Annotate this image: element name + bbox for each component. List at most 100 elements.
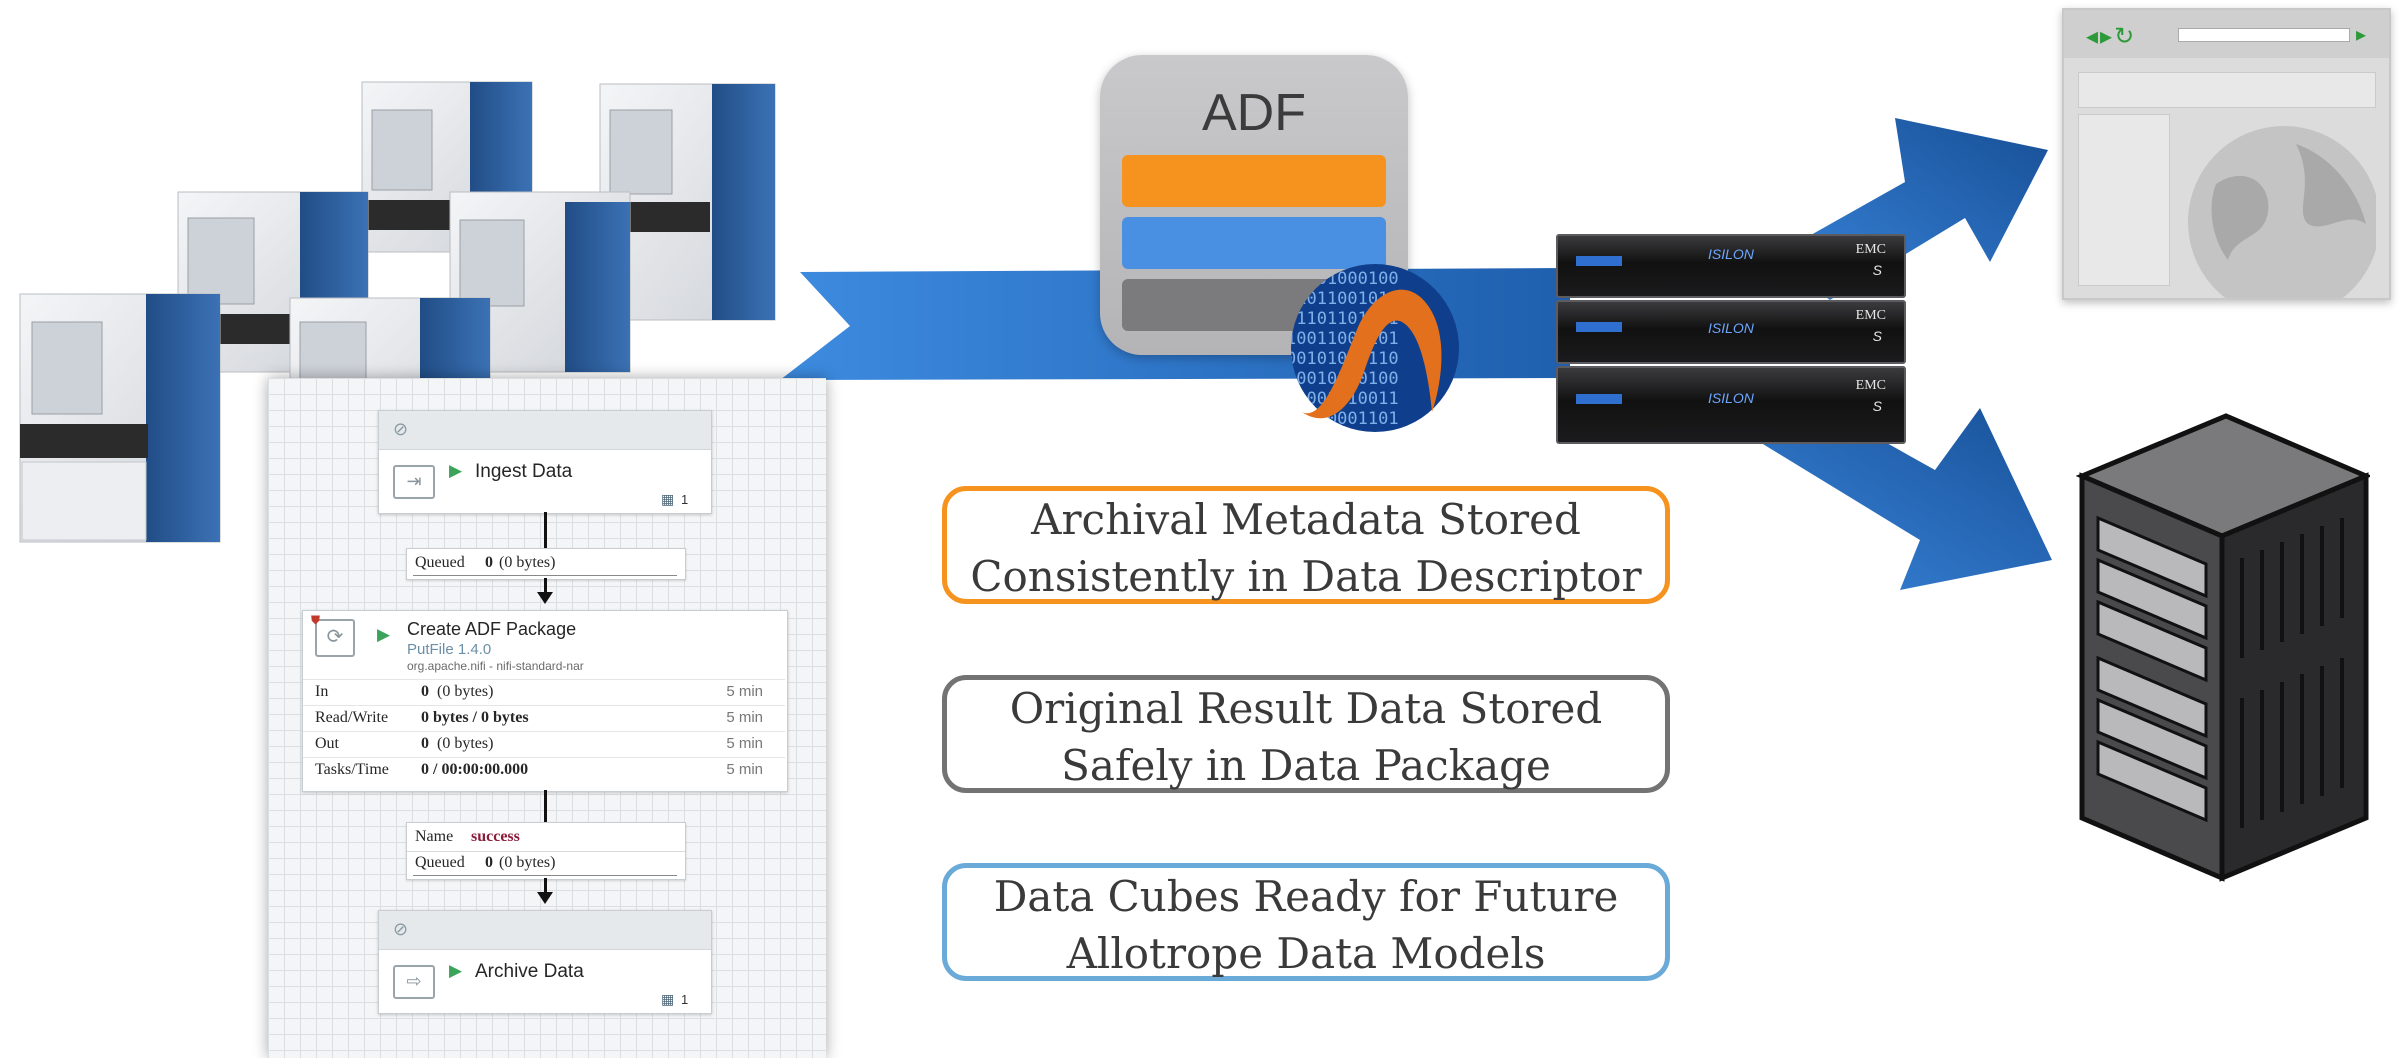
browser-content-block [2078, 72, 2376, 108]
go-icon: ▸ [2356, 24, 2367, 46]
queue-label: Queued [415, 854, 465, 871]
queue-value: 0 [485, 854, 493, 871]
component-count-icon: ▦ [661, 491, 675, 507]
stat-value: 0 [421, 683, 429, 700]
processor-bundle: org.apache.nifi - nifi-standard-nar [407, 659, 584, 673]
info-line-1: Archival Metadata Stored [1031, 495, 1581, 544]
stat-value: 0 [421, 735, 429, 752]
connection-line [544, 578, 547, 600]
alert-shield-icon: ⛊ [311, 613, 321, 627]
queue-progress-bar [413, 575, 677, 576]
downward-arrow [1740, 400, 2052, 590]
divider [407, 851, 685, 852]
info-line-1: Original Result Data Stored [1009, 684, 1603, 733]
storage-brand: EMC [1855, 242, 1886, 257]
browser-nav-icons: ◂▸↻ [2086, 23, 2137, 50]
info-box-result-data: Original Result Data Stored Safely in Da… [942, 675, 1670, 793]
web-browser-illustration: ◂▸↻ ▸ [2062, 8, 2391, 300]
storage-brand: EMC [1855, 378, 1886, 393]
stat-time: 5 min [726, 761, 763, 778]
stat-time: 5 min [726, 735, 763, 752]
storage-brand: EMC [1855, 308, 1886, 323]
browser-sidebar-block [2078, 114, 2170, 286]
stat-row-read-write: Read/Write 0 bytes / 0 bytes 5 min [303, 705, 785, 732]
info-line-2: Safely in Data Package [1061, 741, 1551, 790]
processor-archive-data[interactable]: ⊘ ⇨ ▶ Archive Data ▦ 1 [378, 910, 712, 1014]
node-led-bar [1576, 394, 1622, 404]
stat-key: In [315, 683, 329, 700]
info-line-2: Consistently in Data Descriptor [970, 552, 1642, 601]
node-led-bar [1576, 322, 1622, 332]
svg-text:00101000110: 00101000110 [1286, 349, 1399, 369]
connection-name-label: Name [415, 828, 454, 845]
svg-text:10011000101: 10011000101 [1286, 329, 1399, 349]
stat-row-out: Out 0 (0 bytes) 5 min [303, 731, 785, 758]
storage-model: S [1872, 328, 1882, 344]
play-icon: ▶ [449, 961, 463, 980]
arrowhead [537, 592, 553, 604]
connection-line [544, 512, 547, 572]
arrowhead [537, 892, 553, 904]
svg-text:01011001011: 01011001011 [1286, 289, 1399, 309]
svg-text:01001000100: 01001000100 [1286, 269, 1399, 289]
storage-node: ISILON EMC S [1556, 300, 1906, 364]
connection-line [544, 790, 547, 840]
stat-row-in: In 0 (0 bytes) 5 min [303, 679, 785, 706]
info-line-2: Allotrope Data Models [1066, 929, 1546, 978]
stat-extra: (0 bytes) [437, 735, 494, 752]
putfile-icon: ⟳ [315, 619, 355, 657]
stat-key: Tasks/Time [315, 761, 389, 778]
stat-row-tasks-time: Tasks/Time 0 / 00:00:00.000 5 min [303, 757, 785, 784]
stat-time: 5 min [726, 683, 763, 700]
nifi-flow-canvas: ⊘ ⇥ ▶ Ingest Data ▦ 1 Queued 0 (0 bytes)… [268, 378, 826, 1058]
storage-logo: ISILON [1708, 390, 1754, 406]
storage-node: ISILON EMC S [1556, 366, 1906, 444]
processor-header: ⊘ [379, 411, 711, 450]
disabled-icon: ⊘ [393, 419, 409, 439]
connection-queue-2[interactable]: Name success Queued 0 (0 bytes) [406, 822, 686, 880]
processor-type: PutFile 1.4.0 [407, 641, 492, 658]
storage-logo: ISILON [1708, 320, 1754, 336]
processor-create-adf-package[interactable]: ⟳ ⛊ ▶ Create ADF Package PutFile 1.4.0 o… [302, 610, 788, 792]
connection-name-value: success [471, 828, 520, 845]
processor-name: Archive Data [475, 961, 584, 982]
stat-key: Read/Write [315, 709, 389, 726]
storage-model: S [1872, 262, 1882, 278]
stat-value: 0 bytes / 0 bytes [421, 709, 529, 726]
component-count: 1 [681, 992, 689, 1007]
output-port-icon: ⇨ [393, 965, 435, 999]
processor-ingest-data[interactable]: ⊘ ⇥ ▶ Ingest Data ▦ 1 [378, 410, 712, 514]
server-tower-icon [2076, 413, 2370, 882]
queue-value: 0 [485, 554, 493, 571]
stat-value: 0 / 00:00:00.000 [421, 761, 529, 778]
disabled-icon: ⊘ [393, 919, 409, 939]
input-port-icon: ⇥ [393, 465, 435, 499]
stat-extra: (0 bytes) [437, 683, 494, 700]
component-count: 1 [681, 492, 689, 507]
play-icon: ▶ [449, 461, 463, 480]
info-box-metadata: Archival Metadata Stored Consistently in… [942, 486, 1670, 604]
allotrope-logo: 01001000100 01011001011 01101101001 1001… [1286, 264, 1459, 432]
info-line-1: Data Cubes Ready for Future [993, 872, 1619, 921]
component-count-icon: ▦ [661, 991, 675, 1007]
play-icon: ▶ [377, 625, 391, 644]
processor-name: Ingest Data [475, 461, 573, 482]
instrument-unit [449, 191, 631, 373]
address-bar [2178, 28, 2350, 42]
queue-progress-bar [413, 875, 677, 876]
connection-queue-1[interactable]: Queued 0 (0 bytes) [406, 548, 686, 580]
adf-title: ADF [1202, 84, 1306, 142]
connection-line [544, 878, 547, 900]
adf-bar-blue [1122, 217, 1386, 269]
stat-time: 5 min [726, 709, 763, 726]
storage-model: S [1872, 398, 1882, 414]
queue-size: (0 bytes) [499, 554, 556, 571]
processor-name: Create ADF Package [407, 619, 577, 639]
instrument-unit [19, 293, 221, 543]
svg-text:10110001101: 10110001101 [1286, 409, 1399, 429]
storage-node: ISILON EMC S [1556, 234, 1906, 298]
node-led-bar [1576, 256, 1622, 266]
stat-key: Out [315, 735, 339, 752]
storage-logo: ISILON [1708, 246, 1754, 262]
queue-size: (0 bytes) [499, 854, 556, 871]
